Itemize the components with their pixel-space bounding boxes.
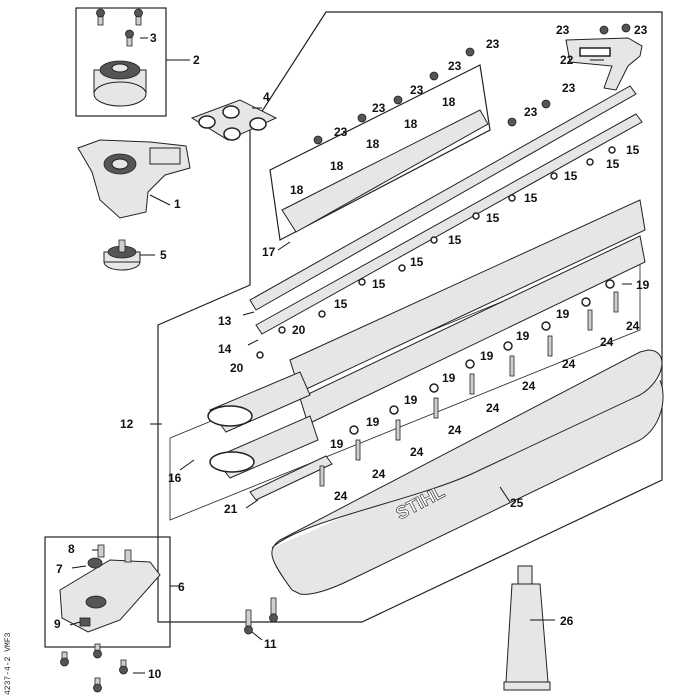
callout-23: 23 xyxy=(562,81,576,95)
callout-12: 12 xyxy=(120,417,134,431)
strip-icons xyxy=(249,85,643,335)
frame-blade-assembly xyxy=(157,11,663,623)
kit-screw-icons xyxy=(96,8,143,47)
scabbard-icon: STIHL xyxy=(271,349,664,595)
callout-15: 15 xyxy=(334,297,348,311)
callout-23: 23 xyxy=(486,37,500,51)
drawing-code: 4237-4-2 VMF3 xyxy=(4,632,13,695)
callout-15: 15 xyxy=(410,255,424,269)
cutter-set-icon xyxy=(281,109,489,233)
callout-9: 9 xyxy=(54,617,61,631)
callout-8: 8 xyxy=(68,542,75,556)
callout-24: 24 xyxy=(372,467,386,481)
gear-housing-cover-icon xyxy=(59,544,161,633)
callout-19: 19 xyxy=(516,329,530,343)
callout-21: 21 xyxy=(224,502,238,516)
blade-icons xyxy=(207,199,646,479)
group-frames xyxy=(44,7,663,648)
callout-1: 1 xyxy=(174,197,181,211)
callout-19: 19 xyxy=(480,349,494,363)
part-drawings: STIHL xyxy=(59,8,664,693)
callout-23: 23 xyxy=(410,83,424,97)
bushing-icon xyxy=(190,99,278,141)
callout-4: 4 xyxy=(263,90,270,104)
frame-gear-housing xyxy=(44,536,171,648)
callout-15: 15 xyxy=(564,169,578,183)
callout-18: 18 xyxy=(330,159,344,173)
callout-labels: 3 2 4 1 5 12 13 14 16 17 21 22 25 26 6 7… xyxy=(54,23,650,681)
callout-10: 10 xyxy=(148,667,162,681)
callout-24: 24 xyxy=(600,335,614,349)
callout-19: 19 xyxy=(404,393,418,407)
callout-15: 15 xyxy=(606,157,620,171)
callout-24: 24 xyxy=(522,379,536,393)
callout-7: 7 xyxy=(56,562,63,576)
callout-15: 15 xyxy=(448,233,462,247)
frame-gear-kit xyxy=(75,7,167,117)
callout-23: 23 xyxy=(448,59,462,73)
callout-24: 24 xyxy=(626,319,640,333)
callout-17: 17 xyxy=(262,245,276,259)
callout-19: 19 xyxy=(636,278,650,292)
callout-24: 24 xyxy=(334,489,348,503)
callout-13: 13 xyxy=(218,314,232,328)
callout-18: 18 xyxy=(442,95,456,109)
callout-23: 23 xyxy=(334,125,348,139)
callout-23: 23 xyxy=(372,101,386,115)
callout-24: 24 xyxy=(410,445,424,459)
callout-18: 18 xyxy=(404,117,418,131)
callout-20: 20 xyxy=(230,361,244,375)
callout-23: 23 xyxy=(524,105,538,119)
callout-24: 24 xyxy=(448,423,462,437)
screw-icons xyxy=(60,597,278,693)
gear-icon xyxy=(93,60,147,107)
callout-23: 23 xyxy=(556,23,570,37)
small-hardware-icons xyxy=(256,23,631,487)
frame-cutter-set xyxy=(269,64,491,241)
callout-25: 25 xyxy=(510,496,524,510)
grease-tube-icon xyxy=(503,565,551,691)
callout-11: 11 xyxy=(264,637,277,651)
callout-6: 6 xyxy=(178,580,185,594)
callout-26: 26 xyxy=(560,614,574,628)
callout-20: 20 xyxy=(292,323,306,337)
callout-3: 3 xyxy=(150,31,157,45)
callout-5: 5 xyxy=(160,248,167,262)
plate-icon xyxy=(249,455,333,501)
callout-15: 15 xyxy=(372,277,386,291)
callout-19: 19 xyxy=(556,307,570,321)
callout-2: 2 xyxy=(193,53,200,67)
pinion-icon xyxy=(103,239,141,271)
callout-23: 23 xyxy=(634,23,648,37)
callout-18: 18 xyxy=(366,137,380,151)
frame-blade-set xyxy=(169,244,641,521)
callout-15: 15 xyxy=(486,211,500,225)
callout-22: 22 xyxy=(560,53,574,67)
callout-14: 14 xyxy=(218,342,232,356)
callout-16: 16 xyxy=(168,471,182,485)
callout-19: 19 xyxy=(330,437,344,451)
callout-19: 19 xyxy=(442,371,456,385)
callout-15: 15 xyxy=(524,191,538,205)
callout-24: 24 xyxy=(486,401,500,415)
leader-lines xyxy=(69,37,632,674)
gear-housing-icon xyxy=(77,139,191,219)
callout-24: 24 xyxy=(562,357,576,371)
callout-15: 15 xyxy=(626,143,640,157)
callout-19: 19 xyxy=(366,415,380,429)
fastening-plate-icon xyxy=(565,37,643,91)
callout-18: 18 xyxy=(290,183,304,197)
